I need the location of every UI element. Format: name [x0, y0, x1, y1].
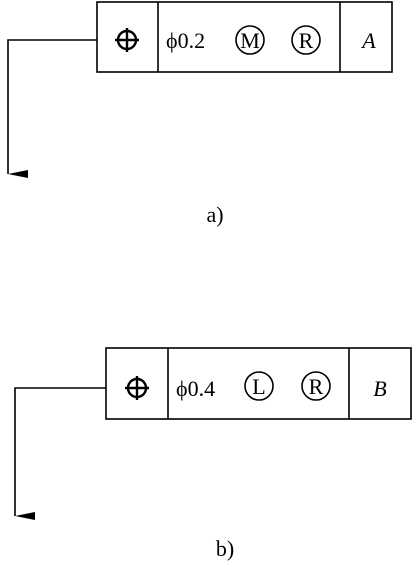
frame-b-modifier-2: R	[301, 371, 331, 401]
frame-b-datum: B	[373, 376, 386, 401]
frame-b-modifier-2-letter: R	[309, 374, 324, 399]
frame-a-tolerance: ϕ0.2	[166, 28, 205, 53]
frame-a-modifier-1-letter: M	[240, 28, 260, 53]
frame-a-modifier-1-circle	[235, 25, 265, 55]
frame-a-border	[96, 1, 393, 73]
frame-a-modifier-2-circle	[291, 25, 321, 55]
frame-b-modifier-1: L	[244, 371, 274, 401]
position-tolerance-icon	[115, 28, 139, 52]
leader-arrow-icon	[14, 387, 106, 520]
frame-b-border	[105, 347, 412, 420]
frame-b-modifier-1-letter: L	[252, 374, 265, 399]
frame-b-modifier-2-circle	[301, 371, 331, 401]
frame-a-datum: A	[360, 28, 376, 53]
feature-control-frame-a: ϕ0.2 M R A	[96, 1, 393, 73]
caption-b: b)	[216, 536, 234, 561]
frame-a-modifier-2: R	[291, 25, 321, 55]
position-tolerance-icon	[125, 376, 149, 400]
feature-control-frame-b: ϕ0.4 L R B	[105, 347, 412, 420]
caption-a: a)	[206, 202, 223, 227]
frame-b-tolerance: ϕ0.4	[176, 376, 215, 401]
frame-a-modifier-2-letter: R	[299, 28, 314, 53]
frame-a-modifier-1: M	[235, 25, 265, 55]
frame-b-modifier-1-circle	[244, 371, 274, 401]
leader-arrow-icon	[7, 39, 97, 178]
